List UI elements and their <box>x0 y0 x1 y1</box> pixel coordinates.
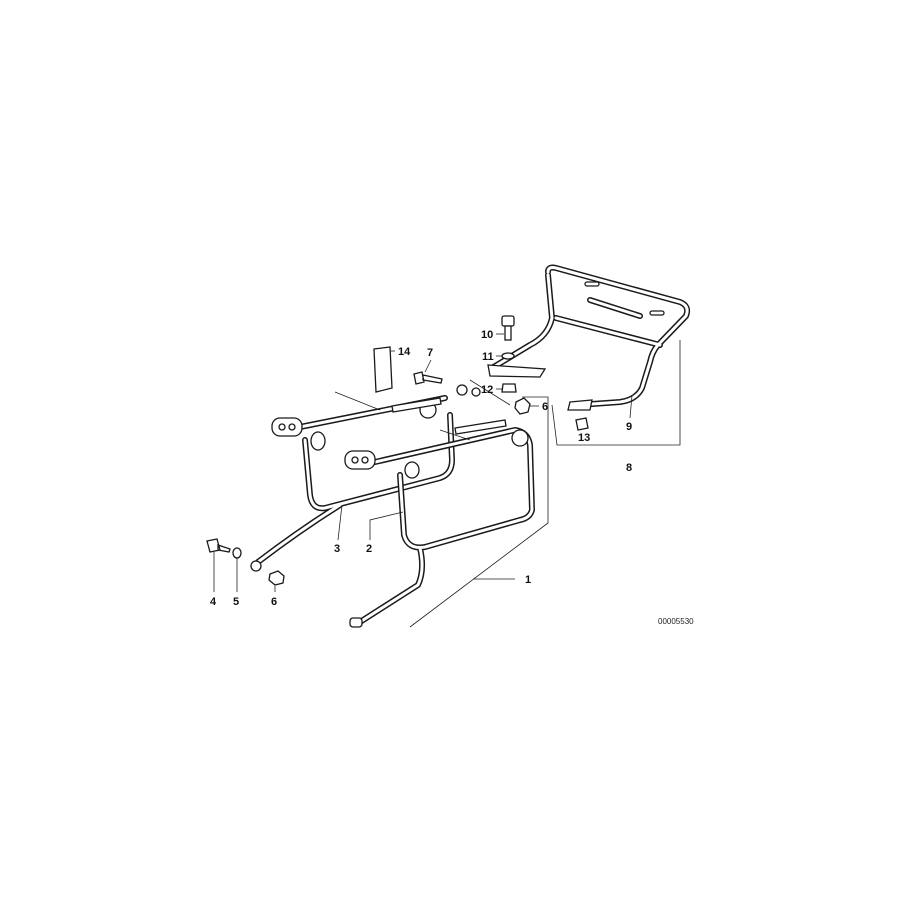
leader-lines <box>213 333 681 628</box>
bracket-14 <box>373 346 393 393</box>
nut-6-upper <box>514 397 531 415</box>
label-11: 11 <box>482 351 494 363</box>
bolt-7 <box>413 371 443 385</box>
label-10: 10 <box>481 329 493 341</box>
luggage-rack-9 <box>487 264 691 411</box>
label-4: 4 <box>210 596 217 608</box>
label-7: 7 <box>427 347 433 359</box>
label-1: 1 <box>525 574 531 586</box>
side-frame-2 <box>344 397 535 628</box>
label-5: 5 <box>233 596 239 608</box>
label-14: 14 <box>398 346 411 358</box>
hardware-parts <box>206 315 589 586</box>
bolt-4 <box>206 538 231 553</box>
rubber-13 <box>575 417 589 431</box>
drawing-code: 00005530 <box>658 617 694 626</box>
nut-12 <box>501 383 517 393</box>
label-3: 3 <box>334 543 340 555</box>
bolt-10 <box>501 315 515 327</box>
washer-11 <box>501 352 515 360</box>
washer-5 <box>232 547 242 559</box>
label-6-upper: 6 <box>542 401 548 413</box>
label-9: 9 <box>626 421 632 433</box>
label-13: 13 <box>578 432 590 444</box>
label-8: 8 <box>626 462 632 474</box>
label-2: 2 <box>366 543 372 555</box>
label-6-lower: 6 <box>271 596 277 608</box>
label-12: 12 <box>481 384 493 396</box>
side-frame-3 <box>250 395 455 572</box>
nut-6-lower <box>268 570 285 586</box>
